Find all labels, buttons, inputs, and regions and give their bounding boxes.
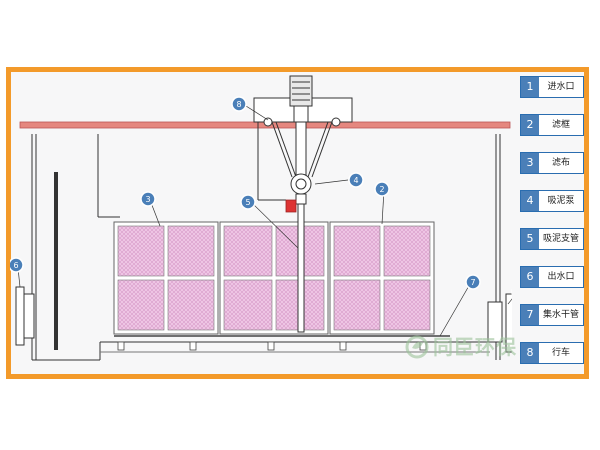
motor (289, 75, 313, 179)
inlet-pipe-right (487, 293, 512, 353)
legend-label: 进水口 (547, 82, 575, 92)
legend-number: 2 (521, 115, 539, 135)
support-feet (117, 341, 427, 351)
legend-number: 7 (521, 305, 539, 325)
legend-number: 1 (521, 77, 539, 97)
legend-label: 集水干管 (542, 310, 579, 320)
filter-tank-diagram: 8 4 2 3 5 7 6 1 (10, 75, 512, 361)
legend-number: 5 (521, 229, 539, 249)
legend-item-1: 1 进水口 (520, 76, 584, 98)
leaf-logo-icon (405, 335, 429, 359)
legend-item-8: 8 行车 (520, 342, 584, 364)
legend-item-6: 6 出水口 (520, 266, 584, 288)
filter-frames (113, 221, 435, 335)
svg-text:6: 6 (13, 261, 18, 270)
suction-pump (290, 173, 312, 205)
callout-4: 4 (348, 172, 364, 188)
legend-label: 吸泥泵 (547, 196, 575, 206)
legend-label: 吸泥支管 (542, 234, 579, 244)
callout-2: 2 (374, 181, 390, 197)
legend-item-2: 2 滤框 (520, 114, 584, 136)
svg-text:3: 3 (145, 195, 150, 204)
legend-label: 滤布 (551, 158, 570, 168)
legend-label: 行车 (551, 348, 570, 358)
legend-item-7: 7 集水干管 (520, 304, 584, 326)
callout-5: 5 (240, 194, 256, 210)
legend-item-3: 3 滤布 (520, 152, 584, 174)
svg-text:8: 8 (236, 100, 241, 109)
legend-item-4: 4 吸泥泵 (520, 190, 584, 212)
callout-8: 8 (231, 96, 247, 112)
callout-3: 3 (140, 191, 156, 207)
svg-text:7: 7 (470, 278, 475, 287)
suction-branch-pipe (285, 199, 305, 333)
legend-item-5: 5 吸泥支管 (520, 228, 584, 250)
outlet-pipe-left (15, 286, 35, 346)
legend-number: 8 (521, 343, 539, 363)
svg-text:5: 5 (245, 198, 250, 207)
baffle-plate (54, 172, 58, 350)
legend-number: 6 (521, 267, 539, 287)
svg-text:2: 2 (379, 185, 384, 194)
legend-number: 4 (521, 191, 539, 211)
legend-number: 3 (521, 153, 539, 173)
legend-label: 出水口 (547, 272, 575, 282)
svg-text:4: 4 (353, 176, 358, 185)
callout-6: 6 (10, 257, 24, 273)
watermark-text: 同臣环保 (433, 335, 517, 359)
legend-label: 滤框 (551, 120, 570, 130)
callout-7: 7 (465, 274, 481, 290)
